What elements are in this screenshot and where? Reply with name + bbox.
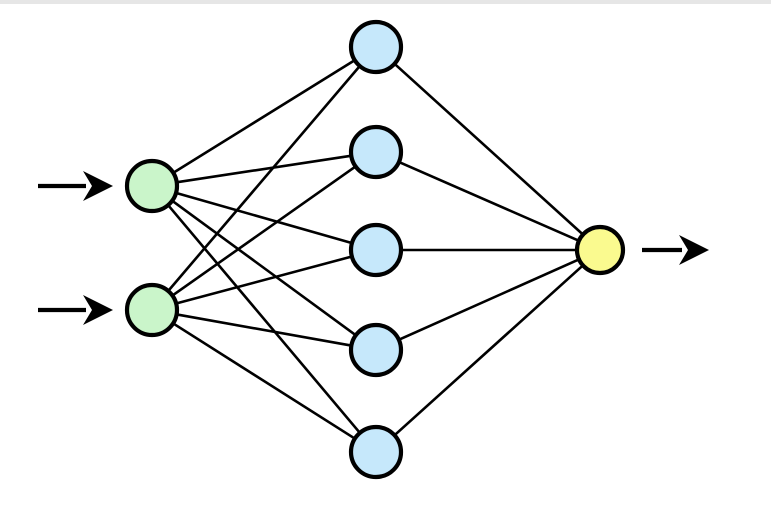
node-o1[interactable]: [574, 224, 626, 276]
output-node-circle[interactable]: [574, 224, 626, 276]
arrows-group: [38, 171, 709, 325]
node-i2[interactable]: [124, 282, 180, 338]
edge-i2-h2: [170, 164, 358, 298]
hidden-node-circle[interactable]: [348, 322, 404, 378]
edge-i2-h1: [165, 63, 363, 294]
hidden-node-circle[interactable]: [348, 19, 404, 75]
edge-i1-h5: [165, 202, 363, 436]
edge-h2-o1: [396, 160, 582, 243]
edge-i1-h3: [173, 191, 355, 245]
edges-group: [165, 58, 586, 441]
input-arrow-1: [38, 171, 113, 201]
input-node-circle[interactable]: [124, 282, 180, 338]
edge-i1-h1: [170, 58, 358, 175]
node-i1[interactable]: [124, 158, 180, 214]
input-node-circle[interactable]: [124, 158, 180, 214]
input-arrow-2-head: [83, 295, 113, 325]
nodes-group: [124, 19, 626, 480]
edge-i1-h2: [174, 154, 354, 184]
edge-i2-h3: [173, 254, 355, 306]
node-h5[interactable]: [348, 424, 404, 480]
edge-h5-o1: [392, 263, 586, 438]
edge-i1-h4: [169, 198, 359, 338]
node-h3[interactable]: [348, 222, 404, 278]
input-arrow-1-head: [83, 171, 113, 201]
node-h2[interactable]: [348, 124, 404, 180]
node-h4[interactable]: [348, 322, 404, 378]
output-arrow-1-head: [679, 235, 709, 265]
edge-i2-h4: [174, 312, 354, 348]
hidden-node-circle[interactable]: [348, 222, 404, 278]
output-arrow-1: [642, 235, 709, 265]
hidden-node-circle[interactable]: [348, 424, 404, 480]
edge-i2-h5: [170, 321, 358, 441]
input-arrow-2: [38, 295, 113, 325]
edge-h1-o1: [392, 61, 586, 237]
node-h1[interactable]: [348, 19, 404, 75]
hidden-node-circle[interactable]: [348, 124, 404, 180]
edge-h4-o1: [396, 257, 582, 342]
top-strip-divider: [0, 0, 771, 4]
